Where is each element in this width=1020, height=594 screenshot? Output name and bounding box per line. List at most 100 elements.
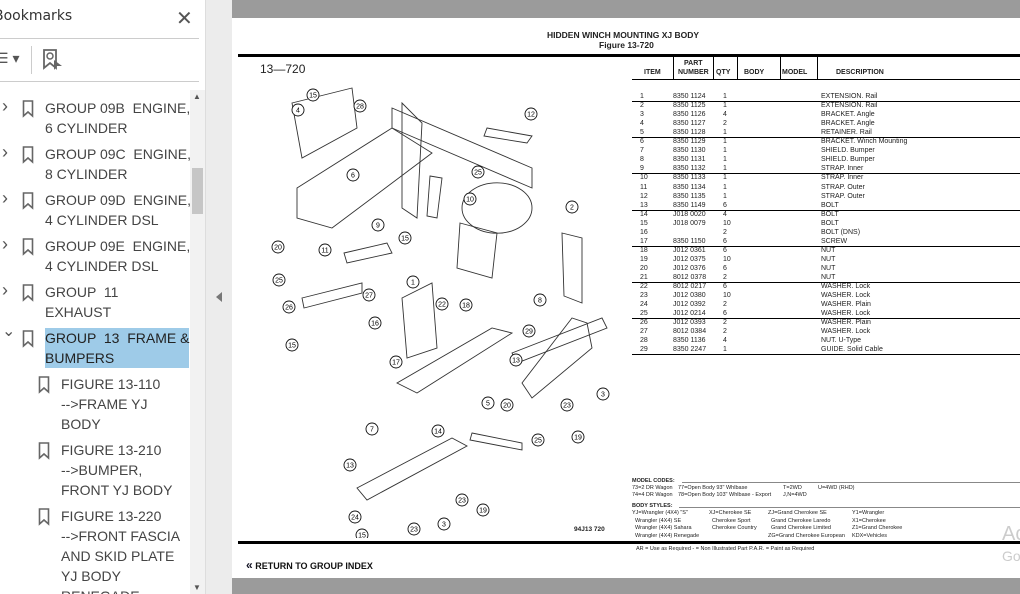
model-code: T=2WD [783,485,802,491]
table-cell: 8350 1135 [673,192,706,200]
pdf-page: HIDDEN WINCH MOUNTING XJ BODY Figure 13-… [232,18,1020,578]
table-cell: 1 [723,346,727,354]
chevron-right-icon[interactable]: › [2,280,8,300]
table-cell: 19 [640,255,648,263]
table-cell: 2 [723,328,727,336]
svg-text:3: 3 [601,392,605,399]
callout-7: 7 [365,422,379,436]
table-cell: 8350 1131 [673,156,706,164]
table-cell: RETAINER. Rail [821,129,872,137]
svg-text:13: 13 [512,358,520,365]
table-cell: BRACKET. Angle [821,111,875,119]
bookmark-icon [22,284,34,302]
callout-13: 13 [509,353,523,367]
table-cell: GUIDE. Solid Cable [821,346,883,354]
callout-12: 12 [524,107,538,121]
divider [238,541,1020,544]
chevron-right-icon[interactable]: › [2,188,8,208]
svg-text:25: 25 [474,170,482,177]
part-outline [301,282,363,309]
part-outline [356,437,468,501]
body-style: XJ=Cherokee SE [709,510,752,516]
scrollbar-thumb[interactable] [192,168,203,214]
table-rule [632,101,1020,102]
part-outline [291,87,358,159]
svg-text:9: 9 [376,223,380,230]
body-style: ZJ=Grand Cherokee SE [768,510,827,516]
table-rule [632,282,1020,283]
table-cell: BRACKET. Angle [821,120,875,128]
callout-10: 10 [463,192,477,206]
table-cell: NUT [821,255,836,263]
scroll-down-icon[interactable]: ▼ [193,583,201,592]
table-cell: 10 [723,219,731,227]
column-header: BODY [744,69,765,76]
svg-text:26: 26 [285,305,293,312]
svg-text:29: 29 [525,329,533,336]
table-cell: NUT [821,264,836,272]
divider [0,81,199,82]
part-outline [396,327,514,394]
table-cell: 1 [723,147,727,155]
chevron-down-icon[interactable]: ⌄ [2,323,16,340]
table-cell: 8350 2247 [673,346,707,354]
table-cell: 8012 0378 [673,274,707,281]
new-bookmark-button[interactable] [42,48,64,77]
bookmark-list: ›GROUP 09B ENGINE, 6 CYLINDER›GROUP 09C … [0,90,206,594]
table-cell: 7 [640,147,644,155]
scroll-up-icon[interactable]: ▲ [193,92,201,101]
callout-18: 18 [459,298,473,312]
table-cell: 13 [640,201,648,209]
part-outline [461,182,533,234]
table-cell: J012 0214 [673,310,706,318]
svg-text:15: 15 [358,533,366,539]
table-rule [780,57,781,79]
table-cell: WASHER. Plain [821,319,871,327]
close-icon[interactable]: ✕ [176,8,193,30]
activation-watermark: Ac [1002,523,1020,545]
collapse-panel-icon[interactable] [216,292,222,302]
scrollbar[interactable]: ▲▼ [190,90,205,594]
svg-text:6: 6 [351,173,355,180]
table-rule [632,79,1020,80]
svg-text:23: 23 [410,527,418,534]
table-cell: 1 [723,156,727,164]
options-menu-button[interactable]: ☰ ▾ [0,50,20,66]
body-style: Grand Cherokee Limited [768,525,831,532]
callout-9: 9 [371,218,385,232]
table-rule [632,245,1020,247]
callout-23: 23 [560,398,574,412]
table-cell: 2 [723,120,727,128]
table-cell: 6 [723,246,727,254]
table-cell: WASHER. Lock [821,283,871,291]
table-cell: 2 [723,319,727,327]
callout-8: 8 [533,293,547,307]
table-cell: 8350 1129 [673,138,706,146]
model-code: 78=Open Body 103" Whlbase - Export [678,492,772,498]
table-cell: 2 [640,102,644,110]
table-cell: 8350 1149 [673,201,706,209]
svg-text:24: 24 [351,515,359,522]
chevron-right-icon[interactable]: › [2,142,8,162]
table-cell: BRACKET. Winch Mounting [821,138,908,146]
part-outline [391,107,533,189]
table-cell: 6 [723,264,727,272]
callout-25: 25 [471,165,485,179]
chevron-right-icon[interactable]: › [2,96,8,116]
table-cell: 1 [723,102,727,110]
table-cell: NUT. U-Type [821,337,862,345]
table-cell: 26 [640,319,648,327]
return-to-group-index-link[interactable]: « RETURN TO GROUP INDEX [246,558,373,572]
bookmark-icon [22,238,34,256]
chevron-right-icon[interactable]: › [2,234,8,254]
table-cell: 6 [723,310,727,318]
callout-20: 20 [271,240,285,254]
svg-text:19: 19 [574,435,582,442]
table-cell: J012 0380 [673,292,706,300]
table-cell: 11 [640,183,648,191]
part-outline [469,432,523,451]
model-code: U=4WD (RHD) [818,485,855,491]
bookmark-icon [38,376,50,394]
table-cell: 4 [723,337,727,345]
svg-text:11: 11 [321,248,328,255]
